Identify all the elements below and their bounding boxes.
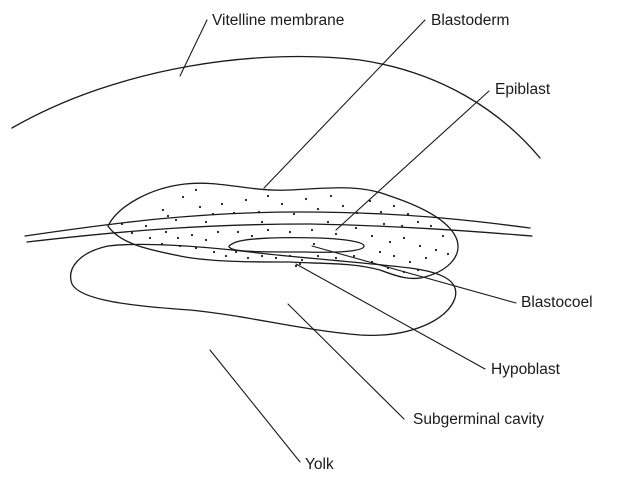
- label-blastoderm: Blastoderm: [431, 12, 509, 29]
- leader-yolk: [210, 350, 300, 462]
- leader-hypoblast: [296, 264, 485, 369]
- label-hypoblast: Hypoblast: [491, 361, 561, 378]
- leader-epiblast: [336, 91, 489, 230]
- label-blastocoel: Blastocoel: [521, 294, 593, 311]
- blastoderm-outline: [108, 183, 458, 278]
- leader-vitelline-membrane: [180, 20, 207, 76]
- label-vitelline-membrane: Vitelline membrane: [212, 12, 344, 29]
- label-epiblast: Epiblast: [495, 81, 551, 98]
- leader-blastocoel: [312, 246, 516, 303]
- vitelline-membrane-arc: [12, 57, 540, 158]
- label-subgerminal-cavity: Subgerminal cavity: [413, 411, 544, 428]
- subgerminal-cavity-outline: [71, 244, 456, 335]
- label-yolk: Yolk: [305, 456, 334, 473]
- blastoderm-stipple: [121, 189, 449, 273]
- leader-subgerminal-cavity: [288, 304, 404, 419]
- blastocoel-cavity: [229, 238, 364, 253]
- leader-blastoderm: [264, 20, 425, 188]
